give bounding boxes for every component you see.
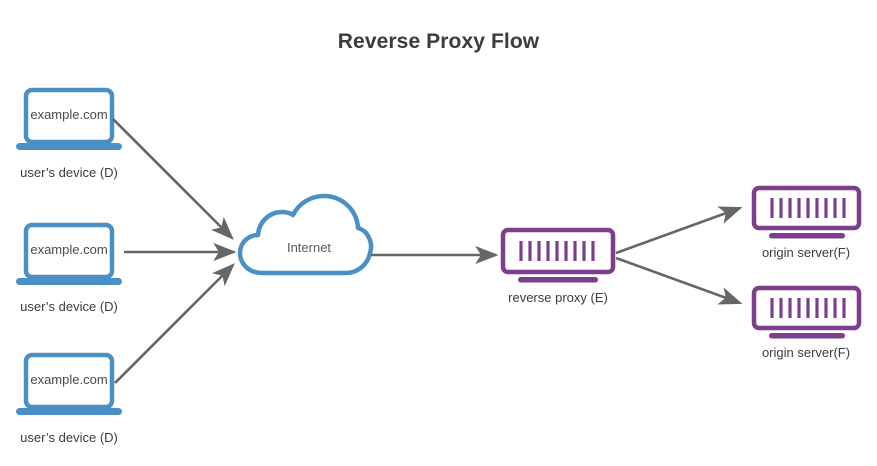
caption-origin-1: origin server(F) [761,245,851,260]
page-title: Reverse Proxy Flow [337,30,540,53]
laptop-icon-2 [16,222,122,285]
laptop-screen-text-1: example.com [30,107,108,122]
arrow-client3-to-internet [114,263,235,384]
laptop-screen-text-2: example.com [30,242,108,257]
laptop-screen-text-3: example.com [30,372,108,387]
laptop-icon-1 [16,87,122,150]
caption-reverse-proxy: reverse proxy (E) [508,290,608,305]
arrow-proxy-to-origin1 [615,206,743,255]
arrow-proxy-to-origin2 [615,256,743,305]
laptop-icon-3 [16,352,122,415]
caption-client-3: user’s device (D) [20,430,118,445]
cloud-label: Internet [286,240,332,255]
caption-origin-2: origin server(F) [761,345,851,360]
cloud-icon [237,193,374,276]
arrow-client1-to-internet [112,118,234,240]
server-icon-proxy [500,227,616,283]
server-icon-origin-2 [751,285,862,339]
caption-client-2: user’s device (D) [20,299,118,314]
caption-client-1: user’s device (D) [20,165,118,180]
server-icon-origin-1 [751,185,862,239]
